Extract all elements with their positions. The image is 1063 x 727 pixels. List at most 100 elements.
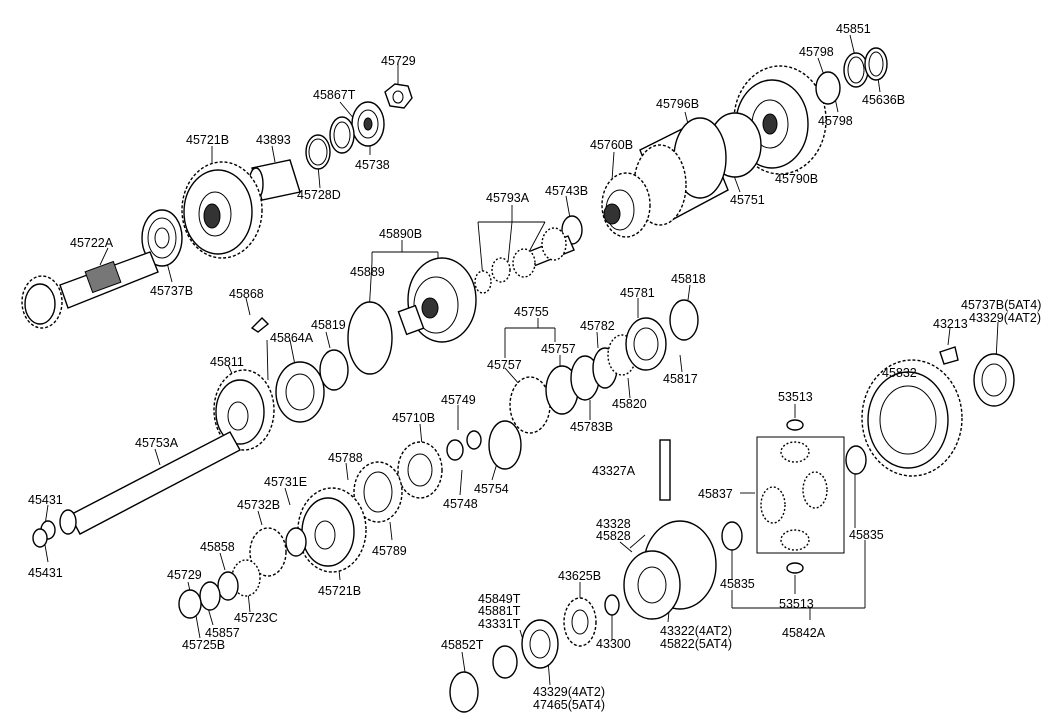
label-43893: 43893 <box>256 133 291 147</box>
shaft-45793A <box>474 227 575 294</box>
gear-43625B <box>563 597 597 647</box>
label-45818: 45818 <box>671 272 706 286</box>
bearing-45737B <box>141 209 183 267</box>
gear-45721B-upper <box>181 161 263 259</box>
label-43300: 43300 <box>596 637 631 651</box>
label-45793A: 45793A <box>486 191 530 205</box>
label-45751: 45751 <box>730 193 765 207</box>
washer-53513-top <box>786 419 804 431</box>
label-45431-a: 45431 <box>28 493 63 507</box>
label-45889: 45889 <box>350 265 385 279</box>
label-45754: 45754 <box>474 482 509 496</box>
carrier-45710B <box>397 430 482 499</box>
label-45849T: 45849T <box>478 592 521 606</box>
ring-gear-45832 <box>861 359 963 477</box>
label-45835-right: 45835 <box>849 528 884 542</box>
label-43327A: 43327A <box>592 464 636 478</box>
label-43213: 43213 <box>933 317 968 331</box>
bearing-45731E <box>285 527 307 557</box>
shaft-45753A <box>32 431 241 548</box>
label-45819: 45819 <box>311 318 346 332</box>
label-45835-left: 45835 <box>720 577 755 591</box>
label-45828: 45828 <box>596 529 631 543</box>
bearing-45864A <box>275 361 325 423</box>
label-45757-a: 45757 <box>487 358 522 372</box>
pin-43327A <box>659 439 671 501</box>
label-45721B-lower: 45721B <box>318 584 362 598</box>
label-53513-top: 53513 <box>778 390 813 404</box>
label-45837: 45837 <box>698 487 733 501</box>
bolt-43213 <box>939 346 959 365</box>
label-45851: 45851 <box>836 22 871 36</box>
label-45790B: 45790B <box>775 172 819 186</box>
shaft-45722A <box>21 251 159 329</box>
label-45822-5AT4: 45822(5AT4) <box>660 637 733 651</box>
label-45732B: 45732B <box>237 498 281 512</box>
label-45737B-5AT4: 45737B(5AT4) <box>961 298 1042 312</box>
label-45728D: 45728D <box>297 188 341 202</box>
label-45890B: 45890B <box>379 227 423 241</box>
drum-45790B <box>708 47 888 178</box>
label-45710B: 45710B <box>392 411 436 425</box>
washer-53513-bottom <box>786 562 804 574</box>
label-45798-b: 45798 <box>818 114 853 128</box>
label-45852T: 45852T <box>441 638 484 652</box>
ring-45889 <box>347 301 393 375</box>
label-43625B: 43625B <box>558 569 602 583</box>
label-45753A: 45753A <box>135 436 179 450</box>
label-47465-5AT4: 47465(5AT4) <box>533 698 606 712</box>
label-45743B: 45743B <box>545 184 589 198</box>
label-45729-top: 45729 <box>381 54 416 68</box>
gear-45760B <box>601 172 651 238</box>
bearing-43329-right <box>973 353 1015 407</box>
label-43328: 43328 <box>596 517 631 531</box>
label-45757-b: 45757 <box>541 342 576 356</box>
washer-45835-right <box>845 445 867 475</box>
label-43329-4AT2-lower: 43329(4AT2) <box>533 685 606 699</box>
label-45760B: 45760B <box>590 138 634 152</box>
label-45867T: 45867T <box>313 88 356 102</box>
label-45738: 45738 <box>355 158 390 172</box>
gear-45811 <box>213 317 275 451</box>
clutch-pack-45755 <box>488 299 699 470</box>
washer-45835-left <box>721 521 743 551</box>
shim-45849T <box>492 645 518 679</box>
label-45431-b: 45431 <box>28 566 63 580</box>
ring-45819 <box>319 349 349 391</box>
carrier-45890B <box>397 257 477 343</box>
label-45722A: 45722A <box>70 236 114 250</box>
label-45868: 45868 <box>229 287 264 301</box>
label-45781: 45781 <box>620 286 655 300</box>
drum-45796B <box>633 117 729 226</box>
label-45832: 45832 <box>882 366 917 380</box>
label-45811: 45811 <box>210 355 244 369</box>
gear-45721B-lower <box>297 487 367 573</box>
label-45789: 45789 <box>372 544 407 558</box>
ring-45852T <box>449 671 479 713</box>
label-45783B: 45783B <box>570 420 614 434</box>
label-45788: 45788 <box>328 451 363 465</box>
upper-shaft-parts <box>248 83 413 201</box>
bearing-43329-lower <box>521 619 559 669</box>
label-43329-4AT2-right: 43329(4AT2) <box>969 311 1042 325</box>
label-45820: 45820 <box>612 397 647 411</box>
label-45723C: 45723C <box>234 611 278 625</box>
label-45798-a: 45798 <box>799 45 834 59</box>
label-45748: 45748 <box>443 497 478 511</box>
label-53513-bottom: 53513 <box>779 597 814 611</box>
label-45737B: 45737B <box>150 284 194 298</box>
diff-gears-box <box>756 436 845 554</box>
drum-45789 <box>353 461 403 523</box>
label-45881T: 45881T <box>478 604 521 618</box>
label-45842A: 45842A <box>782 626 826 640</box>
label-45721B-upper: 45721B <box>186 133 230 147</box>
label-45864A: 45864A <box>270 331 314 345</box>
label-45731E: 45731E <box>264 475 308 489</box>
label-45636B: 45636B <box>862 93 906 107</box>
label-45755: 45755 <box>514 305 549 319</box>
case-45822 <box>623 520 717 620</box>
label-45782: 45782 <box>580 319 615 333</box>
label-45729-lower: 45729 <box>167 568 202 582</box>
